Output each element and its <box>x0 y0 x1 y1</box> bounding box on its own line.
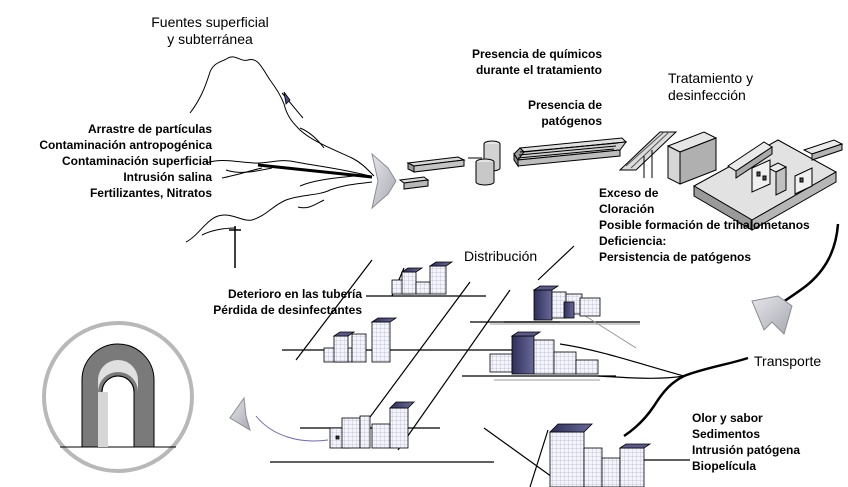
buildings <box>323 261 652 487</box>
sources-title: Fuentes superficial y subterránea <box>151 14 269 47</box>
building-cluster-middle-right <box>489 331 599 375</box>
transport-issue: Biopelícula <box>692 459 757 473</box>
treatment-issues-list: Exceso de Cloración Posible formación de… <box>599 185 844 265</box>
distribution-issue: Pérdida de desinfectantes <box>213 303 362 317</box>
building-cluster-middle-left <box>323 317 398 363</box>
treatment-plant-icon <box>398 131 844 231</box>
distribution-issues-list: Deterioro en las tubería Pérdida de desi… <box>186 286 362 318</box>
building-cluster-upper-right <box>532 285 601 321</box>
treatment-issue: Exceso de <box>599 186 659 200</box>
river-heavy-line <box>257 163 373 179</box>
building-cluster-bottom-left <box>329 401 415 449</box>
well-icon <box>229 226 241 268</box>
source-issue: Contaminación superficial <box>61 154 212 168</box>
treatment-issue: Posible formación de trihalometanos <box>599 218 810 232</box>
transport-issue: Intrusión patógena <box>692 443 800 457</box>
treatment-issue: Deficiencia: <box>599 234 667 248</box>
distribution-title: Distribución <box>464 248 538 264</box>
source-issue: Fertilizantes, Nitratos <box>89 186 212 200</box>
building-cluster-bottom-right <box>549 423 652 487</box>
distribution-issue: Deterioro en las tubería <box>227 287 362 301</box>
source-issue: Arrastre de partículas <box>87 122 212 136</box>
source-marker-icon <box>283 91 291 105</box>
treatment-title: Tratamiento y desinfección <box>668 70 754 103</box>
arrow-to-cross-section-icon <box>229 396 251 432</box>
transport-issues-list: Olor y sabor Sedimentos Intrusión patóge… <box>692 410 842 474</box>
transport-title: Transporte <box>754 353 822 369</box>
arrow-sources-to-treatment-icon <box>371 152 397 210</box>
building-cluster-top <box>391 261 454 295</box>
connector-curve <box>255 415 329 442</box>
transport-issue: Olor y sabor <box>692 411 763 425</box>
treatment-issue: Cloración <box>599 202 655 216</box>
distribution-network <box>270 245 690 487</box>
source-rivers <box>185 56 375 243</box>
treatment-chemicals-label: Presencia de químicos durante el tratami… <box>471 47 602 77</box>
arrow-transport-icon <box>751 295 793 335</box>
source-issue: Contaminación antropogénica <box>39 138 212 152</box>
sources-issues-list: Arrastre de partículas Contaminación ant… <box>6 121 212 201</box>
treatment-issue: Persistencia de patógenos <box>599 250 752 264</box>
source-issue: Intrusión salina <box>123 170 212 184</box>
treatment-pathogens-label: Presencia de patógenos <box>527 98 602 128</box>
transport-main-line <box>623 356 749 438</box>
transport-issue: Sedimentos <box>692 427 761 441</box>
pipe-cross-section-icon <box>42 321 194 473</box>
